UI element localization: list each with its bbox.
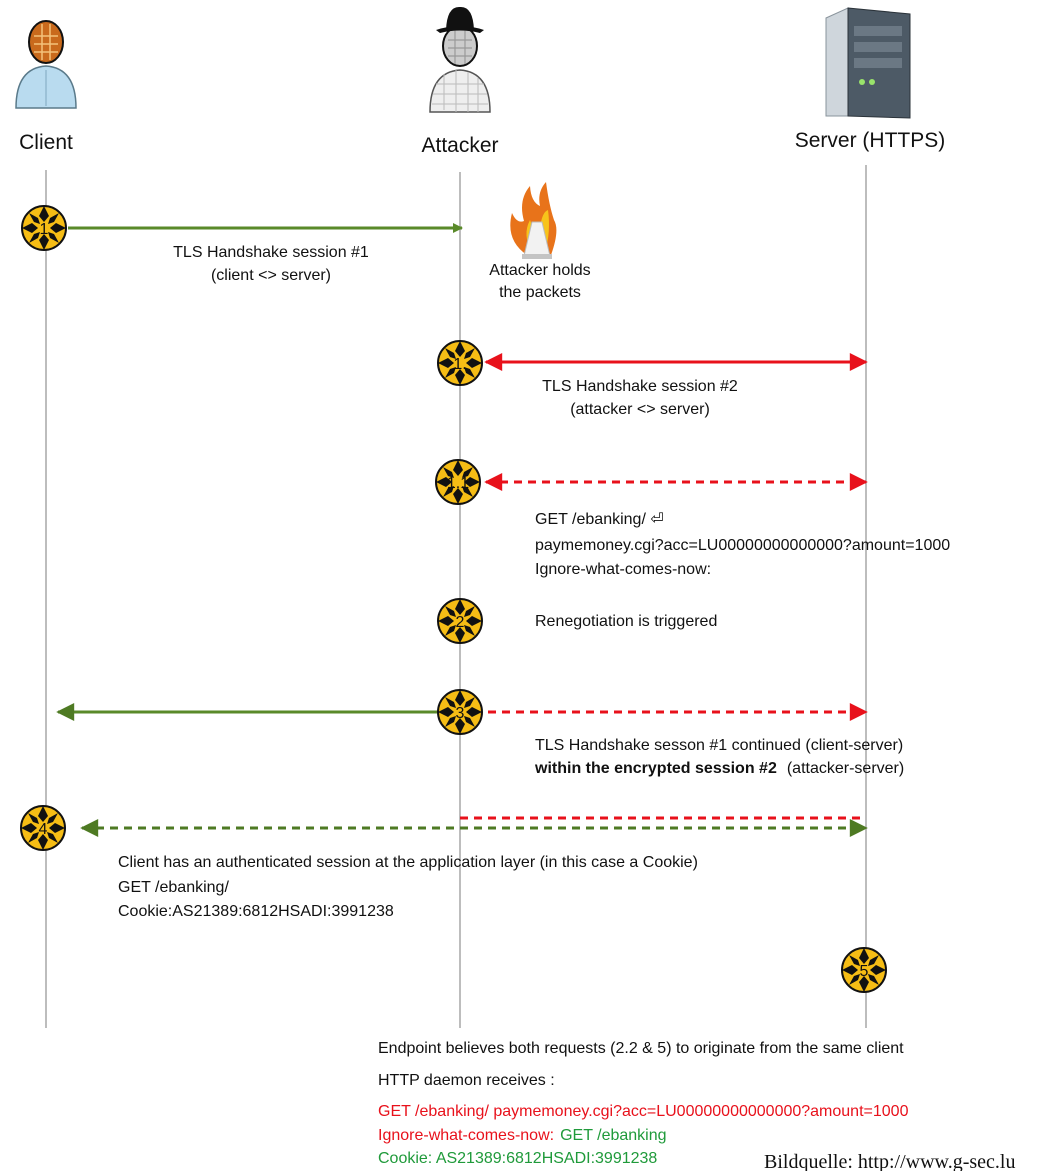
step-1-client-badge: 1 (21, 205, 67, 251)
continued-label: TLS Handshake sesson #1 continued (clien… (535, 737, 903, 754)
svg-text:1.1: 1.1 (447, 475, 469, 492)
step-3-badge: 3 (437, 689, 483, 735)
step-1-attacker-badge: 1. (437, 340, 483, 386)
step-2-badge: 2 (437, 598, 483, 644)
fire-cone-icon (510, 182, 557, 259)
get-request-line1: GET /ebanking/ ⏎ (535, 511, 664, 528)
handshake1-sub: (client <> server) (211, 267, 331, 284)
endpoint-believes-text: Endpoint believes both requests (2.2 & 5… (378, 1040, 904, 1057)
received-green-line: Cookie: AS21389:6812HSADI:3991238 (378, 1150, 657, 1167)
attacker-holds-sub: the packets (499, 284, 581, 301)
continued-sub: within the encrypted session #2(attacker… (534, 760, 904, 777)
svg-text:1: 1 (40, 221, 49, 238)
handshake1-label: TLS Handshake session #1 (173, 244, 369, 261)
auth-cookie-line: Cookie:AS21389:6812HSADI:3991238 (118, 903, 394, 920)
handshake2-sub: (attacker <> server) (570, 401, 710, 418)
attacker-label: Attacker (421, 134, 498, 157)
svg-text:2: 2 (456, 614, 465, 631)
http-daemon-receives-text: HTTP daemon receives : (378, 1072, 555, 1089)
step-4-badge: 4 (20, 805, 66, 851)
svg-text:1.: 1. (453, 356, 466, 373)
get-request-line2: paymemoney.cgi?acc=LU00000000000000?amou… (535, 537, 950, 554)
step-5-badge: 5 (841, 947, 887, 993)
received-mixed-line: Ignore-what-comes-now:GET /ebanking (378, 1127, 667, 1144)
auth-session-label: Client has an authenticated session at t… (118, 854, 698, 871)
handshake2-label: TLS Handshake session #2 (542, 378, 738, 395)
svg-text:4: 4 (39, 821, 48, 838)
step-1-1-badge: 1.1 (435, 459, 481, 505)
svg-text:3: 3 (456, 705, 465, 722)
attacker-person-icon (429, 6, 491, 113)
client-person-icon (15, 20, 77, 109)
client-label: Client (19, 131, 73, 154)
svg-text:5: 5 (860, 963, 869, 980)
image-source-credit: Bildquelle: http://www.g-sec.lu (764, 1151, 1015, 1171)
auth-get-line: GET /ebanking/ (118, 879, 229, 896)
attacker-holds-label: Attacker holds (489, 262, 590, 279)
received-red-line: GET /ebanking/ paymemoney.cgi?acc=LU0000… (378, 1103, 909, 1120)
server-icon (825, 7, 911, 119)
renegotiation-label: Renegotiation is triggered (535, 613, 717, 630)
get-request-line3: Ignore-what-comes-now: (535, 561, 711, 578)
server-label: Server (HTTPS) (795, 129, 946, 152)
